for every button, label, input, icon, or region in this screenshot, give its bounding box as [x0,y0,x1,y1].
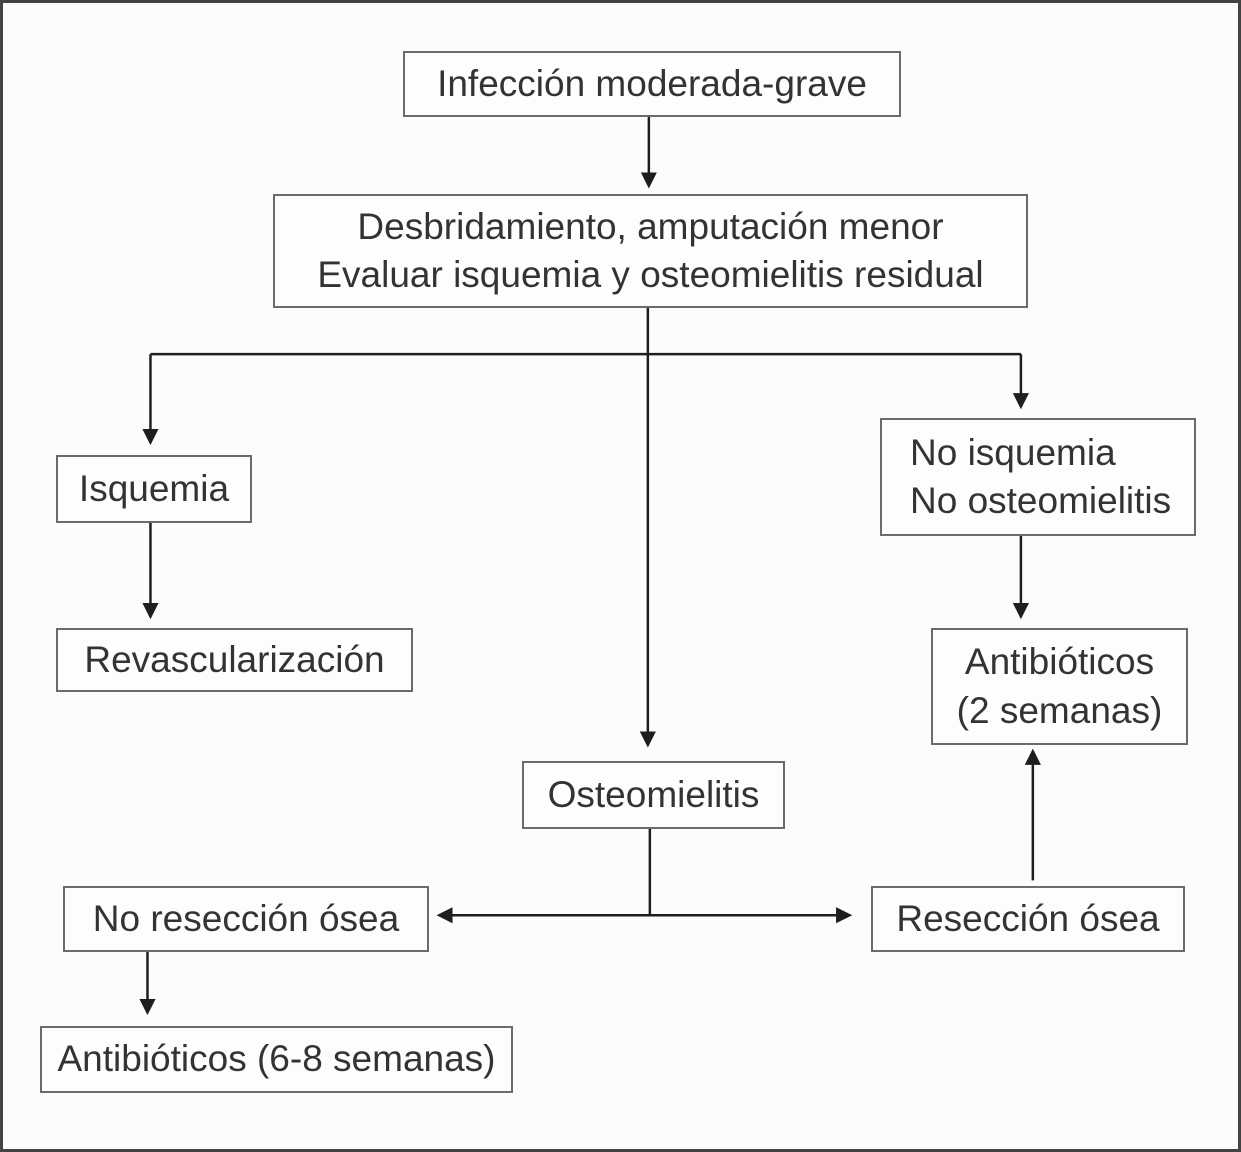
revascularization-label: Revascularización [84,638,385,680]
revascularization-box: Revascularización [56,628,413,692]
no-bone-resection-label: No resección ósea [92,897,400,939]
osteomyelitis-label: Osteomielitis [547,773,760,815]
osteomyelitis-box: Osteomielitis [522,761,785,829]
antibiotics-6-8w-box: Antibióticos (6-8 semanas) [40,1026,513,1093]
no-bone-resection-box: No resección ósea [63,886,429,952]
no-ischemia-line2: No osteomielitis [910,480,1172,521]
debridement-box: Desbridamiento, amputación menor Evaluar… [273,194,1028,308]
ischemia-box: Isquemia [56,455,252,523]
debridement-line2: Evaluar isquemia y osteomielitis residua… [317,254,984,295]
debridement-line1: Desbridamiento, amputación menor [357,205,944,247]
no-ischemia-box: No isquemia No osteomielitis [880,418,1196,536]
infection-box: Infección moderada-grave [403,51,901,117]
antibiotics-6-8w-label: Antibióticos (6-8 semanas) [57,1038,496,1080]
bone-resection-box: Resección ósea [871,886,1185,952]
antibiotics-2w-line2: (2 semanas) [956,689,1163,731]
flowchart-connectors [139,116,1041,1016]
antibiotics-2w-box: Antibióticos (2 semanas) [931,628,1188,745]
bone-resection-label: Resección ósea [896,897,1160,939]
no-ischemia-line1: No isquemia [910,431,1116,473]
infection-label: Infección moderada-grave [437,62,867,104]
ischemia-label: Isquemia [78,467,230,509]
antibiotics-2w-line1: Antibióticos [964,641,1155,683]
